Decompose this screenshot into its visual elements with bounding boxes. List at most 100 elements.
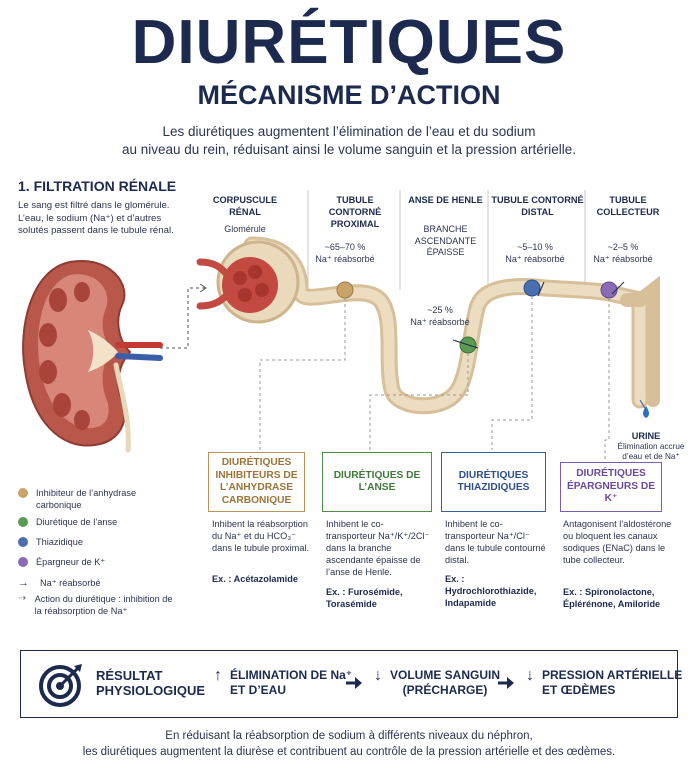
- glomerulus-illustration: [196, 240, 300, 324]
- intro-line-1: Les diurétiques augmentent l’élimination…: [162, 124, 536, 139]
- drug-box-loop: DIURÉTIQUES DE L’ANSE: [322, 452, 432, 512]
- legend-dot-k-sparing: [18, 557, 28, 567]
- target-icon: [39, 664, 82, 707]
- legend-item-k-sparing: Épargneur de K⁺: [18, 556, 178, 568]
- label-corpuscule-1: CORPUSCULE: [212, 195, 278, 205]
- kidney-illustration: [22, 259, 163, 453]
- drug-ex-thiazide: Ex. : Hydrochlorothiazide, Indapamide: [445, 574, 537, 608]
- henle-b3: ÉPAISSE: [426, 247, 465, 257]
- intro-line-2: au niveau du rein, réduisant ainsi le vo…: [121, 142, 577, 157]
- label-glomerule: Glomérule: [224, 224, 266, 234]
- legend-item-action: ⇢ Action du diurétique : inhibition de l…: [18, 593, 178, 617]
- drug-ex-k-sparing: Ex. : Spironolactone, Éplérénone, Amilor…: [563, 587, 661, 609]
- nephron-diagram: [22, 190, 660, 460]
- result-label-1: RÉSULTAT: [96, 668, 163, 683]
- label-collector-1: TUBULE: [609, 195, 647, 205]
- label-corpuscule: CORPUSCULE RÉNAL: [205, 194, 285, 218]
- legend-text-k-sparing: Épargneur de K⁺: [36, 557, 106, 567]
- drug-ex-loop: Ex. : Furosémide, Torasémide: [326, 587, 403, 609]
- urine-desc-1: Élimination accrue: [617, 442, 685, 451]
- legend-item-reabsorbed: → Na⁺ réabsorbé: [18, 577, 178, 589]
- legend-item-carbonic: Inhibiteur de l’anhydrase carbonique: [18, 487, 178, 511]
- legend-text-action: Action du diurétique : inhibition de la …: [34, 594, 173, 616]
- dot-k-sparing: [600, 281, 618, 299]
- tcd-na: Na⁺ réabsorbé: [505, 253, 565, 264]
- label-urine-desc: Élimination accrue d’eau et de Na⁺: [606, 442, 696, 462]
- drug-ex-carbonic: Ex. : Acétazolamide: [212, 574, 298, 584]
- label-tcp-1: TUBULE CONTORNÉ: [328, 195, 382, 217]
- page-subtitle: MÉCANISME D’ACTION: [197, 80, 501, 110]
- legend-text-carbonic: Inhibiteur de l’anhydrase carbonique: [36, 488, 137, 510]
- label-tcd-1: TUBULE CONTORNÉ: [491, 195, 584, 205]
- drug-box-thiazide: DIURÉTIQUES THIAZIDIQUES: [441, 452, 546, 512]
- dot-carbonic-anhydrase: [336, 281, 354, 299]
- result-effect-3: PRESSION ARTÉRIELLE ET ŒDÈMES: [542, 668, 682, 698]
- page-title: DIURÉTIQUES: [131, 8, 567, 77]
- arrow-right-icon: [497, 676, 515, 695]
- label-tcp: TUBULE CONTORNÉ PROXIMAL: [310, 194, 400, 230]
- drug-desc-loop: Inhibent le co-transporteur Na⁺/K⁺/2Cl⁻ …: [326, 519, 430, 577]
- result-effect-2a: VOLUME SANGUIN: [390, 668, 501, 682]
- result-effect-1a: ÉLIMINATION DE Na⁺: [230, 668, 353, 682]
- label-tcd-stats: ~5–10 % Na⁺ réabsorbé: [500, 242, 570, 265]
- legend-text-thiazide: Thiazidique: [36, 537, 83, 547]
- filtration-title: 1. FILTRATION RÉNALE: [18, 178, 177, 194]
- henle-b2: ASCENDANTE: [414, 235, 477, 246]
- legend-item-thiazide: Thiazidique: [18, 536, 178, 548]
- legend-dot-thiazide: [18, 537, 28, 547]
- result-effect-3b: ET ŒDÈMES: [542, 683, 616, 697]
- legend-item-loop: Diurétique de l’anse: [18, 516, 178, 528]
- label-henle: ANSE DE HENLE: [408, 195, 483, 205]
- tcd-pct: ~5–10 %: [517, 242, 553, 252]
- result-label: RÉSULTAT PHYSIOLOGIQUE: [96, 668, 205, 698]
- label-urine: URINE: [631, 431, 661, 441]
- col-na: Na⁺ réabsorbé: [593, 253, 653, 264]
- conclusion-text: En réduisant la réabsorption de sodium à…: [0, 728, 698, 760]
- tcp-na: Na⁺ réabsorbé: [315, 253, 375, 264]
- intro-text: Les diurétiques augmentent l’élimination…: [0, 123, 698, 159]
- drug-box-carbonic: DIURÉTIQUES INHIBITEURS DE L’ANHYDRASE C…: [208, 452, 305, 512]
- down-arrow-icon: ↓: [526, 667, 534, 684]
- label-tcd-2: DISTAL: [521, 207, 554, 217]
- label-tcd: TUBULE CONTORNÉ DISTAL: [490, 194, 585, 218]
- henle-pct: ~25 %: [427, 305, 453, 315]
- drug-desc-carbonic: Inhibent la réabsorption du Na⁺ et du HC…: [212, 519, 310, 553]
- label-collector: TUBULE COLLECTEUR: [588, 194, 668, 218]
- col-pct: ~2–5 %: [607, 242, 639, 252]
- henle-na: Na⁺ réabsorbé: [410, 316, 470, 327]
- dot-thiazide: [523, 279, 541, 297]
- result-panel: [20, 650, 678, 718]
- legend-dot-loop: [18, 517, 28, 527]
- result-effect-2b: (PRÉCHARGE): [402, 683, 488, 697]
- urine-desc-2: d’eau et de Na⁺: [622, 452, 680, 461]
- result-label-2: PHYSIOLOGIQUE: [96, 683, 206, 698]
- up-arrow-icon: ↑: [214, 667, 222, 684]
- tcp-pct: ~65–70 %: [324, 242, 366, 252]
- result-effect-2: VOLUME SANGUIN (PRÉCHARGE): [390, 668, 500, 698]
- legend-text-reabsorbed: Na⁺ réabsorbé: [40, 578, 101, 588]
- down-arrow-icon: ↓: [374, 667, 382, 684]
- conclusion-line-1: En réduisant la réabsorption de sodium à…: [165, 730, 533, 742]
- drug-desc-k-sparing: Antagonisent l’aldostérone ou bloquent l…: [563, 519, 672, 565]
- label-collector-stats: ~2–5 % Na⁺ réabsorbé: [588, 242, 658, 265]
- henle-b1: BRANCHE: [423, 224, 468, 234]
- dashed-arrow-icon: ⇢: [18, 593, 27, 604]
- arrow-right-icon: [345, 676, 363, 695]
- legend-dot-carbonic: [18, 488, 28, 498]
- label-corpuscule-2: RÉNAL: [229, 207, 261, 217]
- result-effect-3a: PRESSION ARTÉRIELLE: [542, 668, 683, 682]
- urine-drop-icon: [643, 406, 649, 418]
- label-henle-branch: BRANCHE ASCENDANTE ÉPAISSE: [403, 224, 488, 259]
- label-collector-2: COLLECTEUR: [596, 207, 660, 217]
- conclusion-line-2: les diurétiques augmentent la diurèse et…: [82, 746, 616, 758]
- arrow-right-icon: →: [18, 577, 29, 589]
- label-tcp-stats: ~65–70 % Na⁺ réabsorbé: [310, 242, 380, 265]
- drug-box-k-sparing: DIURÉTIQUES ÉPARGNEURS DE K⁺: [560, 462, 662, 512]
- legend-text-loop: Diurétique de l’anse: [36, 517, 118, 527]
- filtration-desc: Le sang est filtré dans le glomérule. L’…: [18, 200, 174, 236]
- drug-desc-thiazide: Inhibent le co-transporteur Na⁺/Cl⁻ dans…: [445, 519, 546, 565]
- result-effect-1b: ET D’EAU: [230, 683, 287, 697]
- label-tcp-2: PROXIMAL: [330, 219, 380, 229]
- result-effect-1: ÉLIMINATION DE Na⁺ ET D’EAU: [230, 668, 352, 698]
- label-henle-stats: ~25 % Na⁺ réabsorbé: [400, 305, 480, 328]
